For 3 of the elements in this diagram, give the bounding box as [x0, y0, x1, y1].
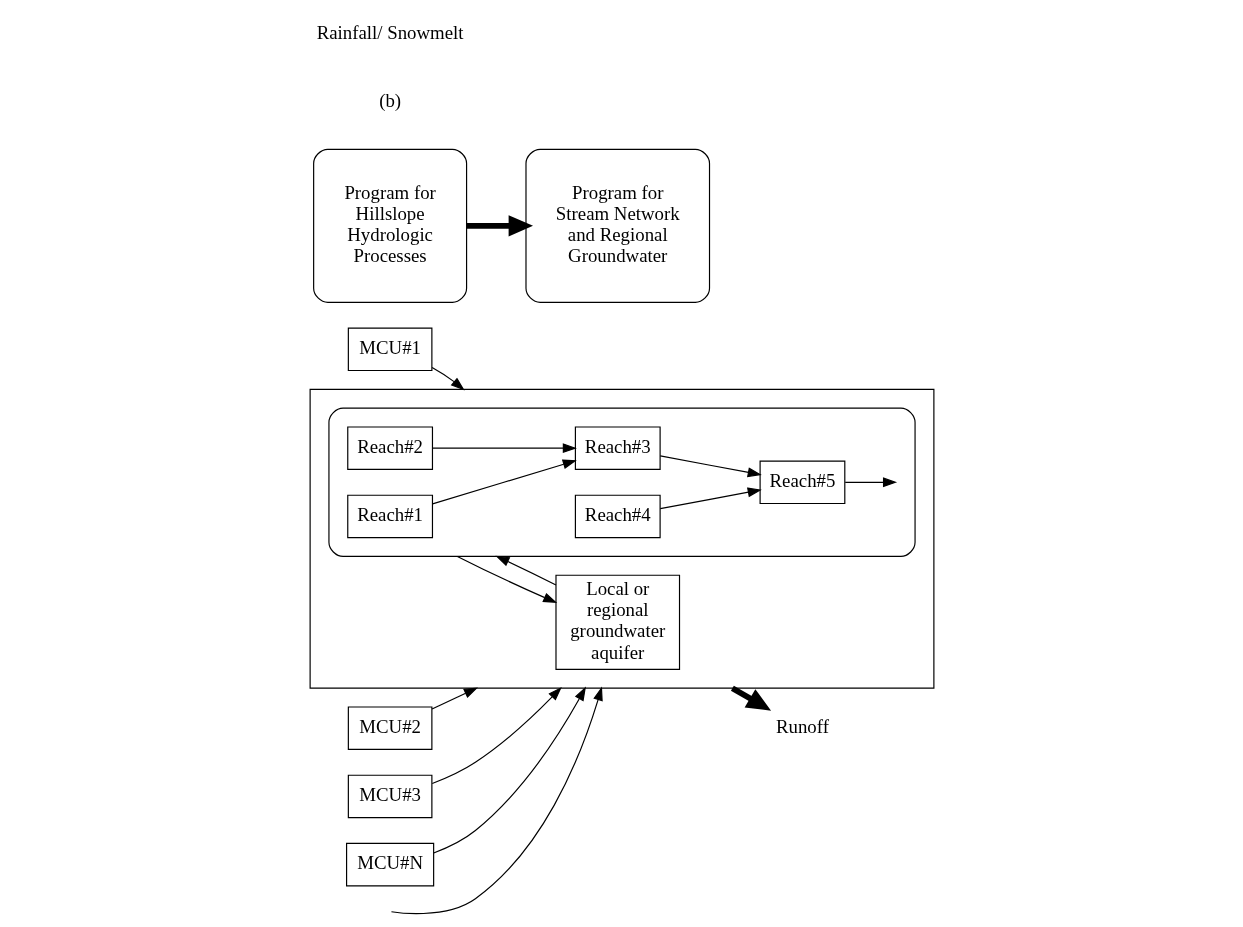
label: (b): [378, 89, 401, 111]
node-text: Runoff: [775, 715, 829, 737]
label: Rainfall/ Snowmelt: [316, 21, 464, 43]
